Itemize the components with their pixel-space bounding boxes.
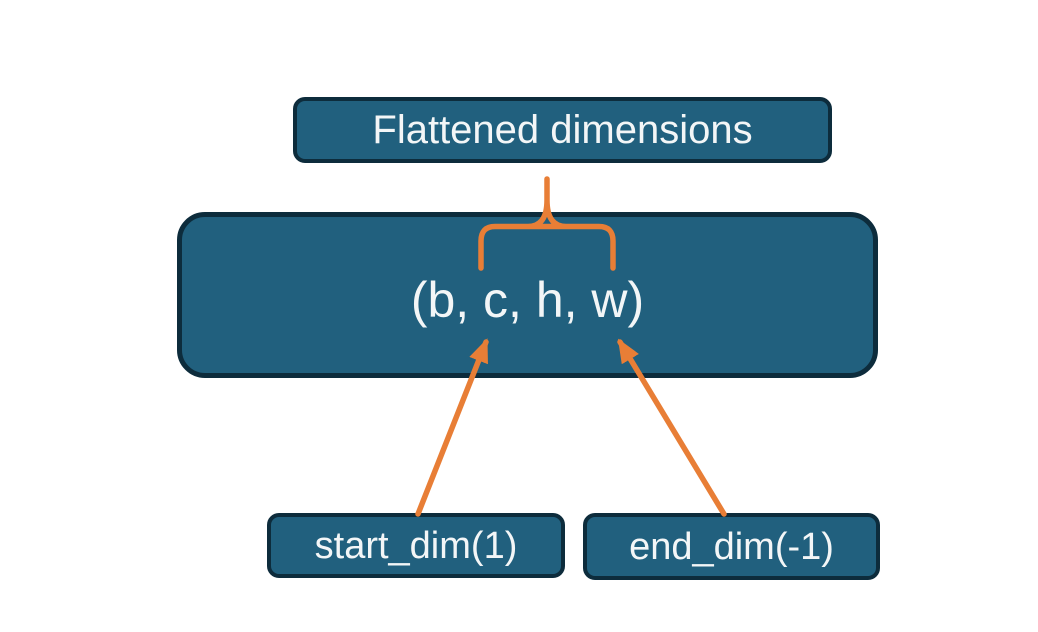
flattened-dimensions-box: Flattened dimensions: [293, 97, 832, 163]
tensor-shape-box: (b, c, h, w): [177, 212, 878, 378]
flattened-dimensions-label: Flattened dimensions: [372, 108, 753, 152]
start-dim-label: start_dim(1): [314, 524, 518, 567]
end-dim-box: end_dim(-1): [583, 513, 880, 580]
end-dim-label: end_dim(-1): [629, 525, 834, 568]
start-dim-box: start_dim(1): [267, 513, 565, 578]
tensor-shape-label: (b, c, h, w): [410, 272, 645, 328]
